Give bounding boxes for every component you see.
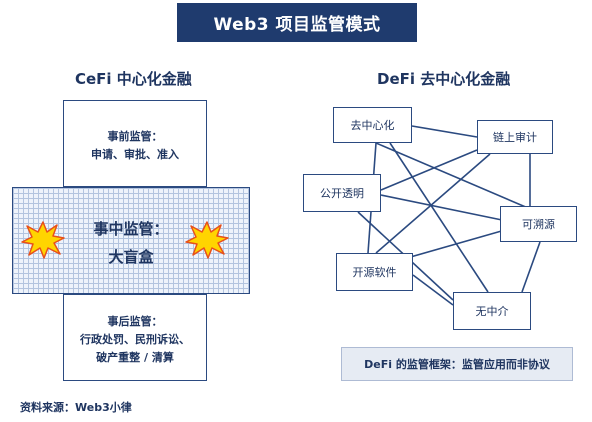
in-process-regulation-detail: 大盲盒: [108, 248, 154, 266]
node-no-intermediary: 无中介: [453, 292, 531, 330]
link-traceable-nointermediary: [521, 241, 541, 293]
in-process-regulation-heading: 事中监管：: [93, 220, 169, 238]
post-regulation-detail-1: 行政处罚、民刑诉讼、: [80, 333, 190, 346]
link-decentralized-traceable: [375, 142, 529, 209]
cefi-in-process-regulation-box: 事中监管： 大盲盒: [12, 187, 250, 294]
node-decentralized: 去中心化: [333, 107, 412, 143]
post-regulation-detail-2: 破产重整 / 清算: [96, 351, 174, 364]
link-transparent-traceable: [380, 194, 503, 221]
node-open-source: 开源软件: [336, 253, 413, 291]
link-audit-opensource: [375, 153, 491, 254]
cefi-pre-regulation-box: 事前监管： 申请、审批、准入: [63, 100, 207, 187]
node-onchain-audit: 链上审计: [477, 120, 553, 154]
explosion-right-icon: [185, 221, 229, 259]
explosion-left-icon: [21, 221, 65, 259]
source-citation: 资料来源：Web3小律: [20, 401, 132, 414]
post-regulation-heading: 事后监管：: [107, 315, 163, 328]
main-title: Web3 项目监管模式: [177, 3, 417, 42]
pre-regulation-detail: 申请、审批、准入: [91, 148, 179, 161]
link-decentralized-nointermediary: [389, 142, 489, 293]
node-traceable: 可溯源: [500, 206, 577, 242]
node-transparent: 公开透明: [303, 174, 381, 212]
link-opensource-nointermediary: [412, 274, 454, 306]
defi-section-title: DeFi 去中心化金融: [377, 70, 511, 88]
link-opensource-traceable: [399, 229, 506, 261]
link-decentralized-audit: [411, 125, 478, 138]
pre-regulation-heading: 事前监管：: [107, 130, 163, 143]
defi-regulation-note: DeFi 的监管框架：监管应用而非协议: [341, 347, 573, 381]
cefi-section-title: CeFi 中心化金融: [75, 70, 192, 88]
link-audit-transparent: [380, 149, 478, 191]
cefi-post-regulation-box: 事后监管： 行政处罚、民刑诉讼、 破产重整 / 清算: [63, 294, 207, 381]
